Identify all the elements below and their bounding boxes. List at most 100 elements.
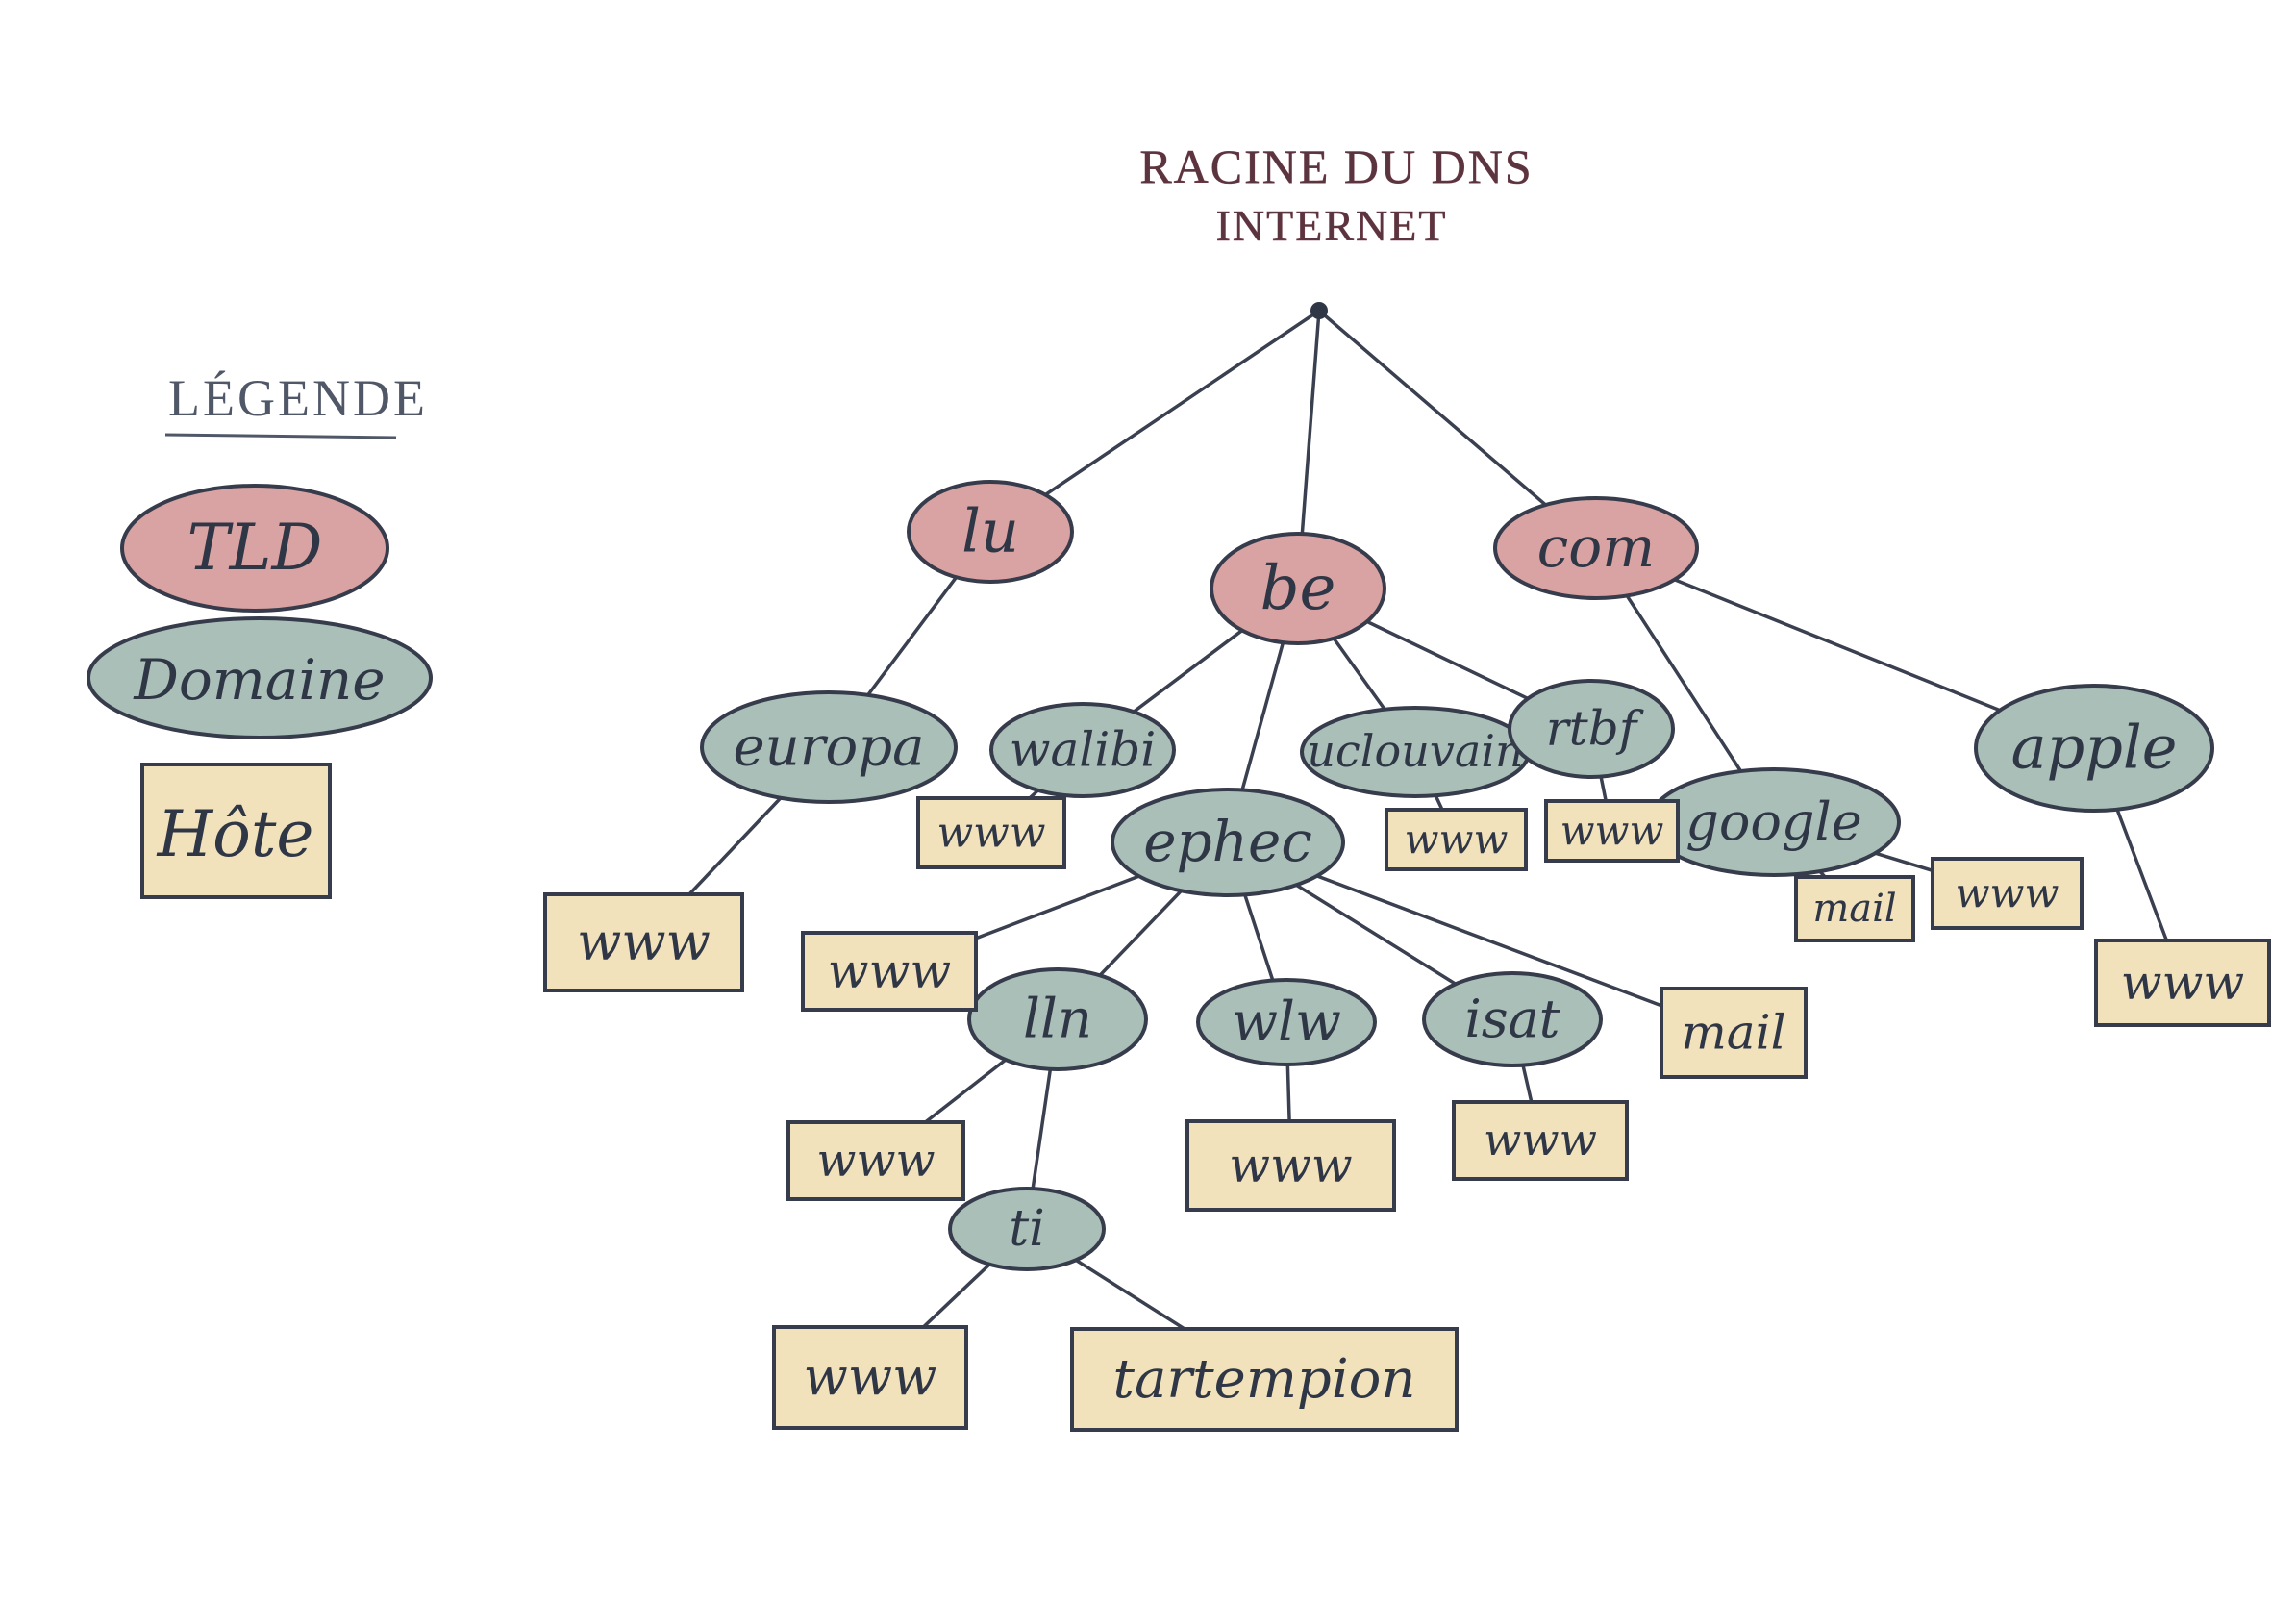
domain-node-europa: europa — [700, 690, 958, 804]
host-node-ti-www: www — [772, 1325, 968, 1430]
diagram-title: RACINE DU DNS INTERNET — [1139, 139, 1533, 251]
domain-node-label: isat — [1465, 989, 1560, 1049]
legend-domain-swatch — [87, 616, 433, 739]
domain-node-shape — [967, 967, 1148, 1071]
host-node-label: mail — [1681, 1005, 1785, 1061]
host-node-label: www — [577, 912, 711, 972]
host-node-label: www — [816, 1134, 935, 1188]
tld-node-shape — [1493, 496, 1699, 600]
domain-node-label: walibi — [1010, 722, 1157, 778]
dns-root-node — [1310, 302, 1328, 319]
title-line-1: RACINE DU DNS — [1139, 139, 1533, 193]
domain-node-uclouvain: uclouvain — [1300, 706, 1531, 798]
legend-domain-label: Domaine — [133, 647, 385, 713]
domain-node-shape — [1196, 978, 1377, 1066]
host-node-label: www — [1229, 1138, 1352, 1193]
host-node-label: www — [1956, 869, 2059, 916]
domain-node-apple: apple — [1974, 684, 2214, 813]
domain-node-label: europa — [734, 715, 925, 778]
legend: LÉGENDE TLD Domaine Hôte — [87, 369, 433, 899]
host-node-label: mail — [1812, 887, 1896, 931]
tld-node-label: lu — [961, 495, 1019, 565]
tld-node-com: com — [1493, 496, 1699, 600]
host-node-wlw-www: www — [1185, 1119, 1396, 1212]
domain-node-google: google — [1647, 767, 1901, 877]
host-node-shape — [801, 931, 978, 1012]
host-node-isat-www: www — [1452, 1100, 1629, 1181]
domain-node-shape — [1508, 679, 1675, 779]
domain-node-label: wlw — [1232, 990, 1341, 1053]
host-node-label: www — [1484, 1114, 1597, 1165]
domain-node-walibi: walibi — [989, 702, 1176, 798]
host-node-shape — [786, 1120, 965, 1201]
tld-node-shape — [1210, 532, 1386, 645]
host-node-google-www: www — [1931, 857, 2084, 930]
domain-node-isat: isat — [1422, 971, 1603, 1067]
host-node-label: www — [2121, 955, 2244, 1011]
host-node-label: tartempion — [1113, 1348, 1416, 1411]
host-node-lln-www: www — [786, 1120, 965, 1201]
domain-node-shape — [1422, 971, 1603, 1067]
host-node-shape — [2094, 939, 2271, 1027]
host-node-shape — [1185, 1119, 1396, 1212]
legend-item-domain: Domaine — [87, 616, 433, 739]
host-node-shape — [1452, 1100, 1629, 1181]
domain-node-label: google — [1685, 791, 1861, 852]
host-node-label: www — [1405, 815, 1509, 863]
domain-node-label: apple — [2011, 712, 2178, 782]
domain-node-shape — [989, 702, 1176, 798]
host-node-shape — [1544, 799, 1680, 863]
domain-node-shape — [948, 1187, 1106, 1271]
domain-node-ephec: ephec — [1111, 788, 1345, 897]
host-node-europa-www: www — [543, 892, 744, 992]
host-node-label: www — [828, 943, 951, 999]
legend-tld-swatch — [120, 484, 389, 613]
domain-node-wlw: wlw — [1196, 978, 1377, 1066]
tld-node-label: com — [1537, 514, 1655, 580]
host-node-walibi-www: www — [916, 796, 1066, 869]
host-node-label: www — [937, 809, 1046, 858]
domain-node-ti: ti — [948, 1187, 1106, 1271]
legend-host-label: Hôte — [157, 797, 314, 871]
domain-node-label: ephec — [1143, 809, 1312, 874]
domain-node-shape — [1974, 684, 2214, 813]
host-node-shape — [1794, 875, 1915, 942]
host-node-rtbf-www: www — [1544, 799, 1680, 863]
domain-node-label: uclouvain — [1307, 725, 1523, 777]
legend-tld-label: TLD — [187, 511, 323, 585]
host-node-label: www — [804, 1346, 937, 1407]
host-node-shape — [1070, 1327, 1459, 1432]
host-node-label: www — [1560, 807, 1664, 854]
domain-node-rtbf: rtbf — [1508, 679, 1675, 779]
host-node-shape — [1660, 987, 1808, 1079]
host-node-shape — [916, 796, 1066, 869]
host-node-ephec-www: www — [801, 931, 978, 1012]
host-node-shape — [1931, 857, 2084, 930]
tld-node-be: be — [1210, 532, 1386, 645]
domain-node-label: ti — [1009, 1200, 1045, 1258]
domain-node-label: rtbf — [1546, 701, 1644, 757]
host-node-uclouvain-www: www — [1385, 808, 1528, 871]
legend-host-swatch — [140, 763, 332, 899]
host-node-ephec-mail: mail — [1660, 987, 1808, 1079]
tld-node-shape — [907, 480, 1074, 584]
legend-title-underline — [164, 433, 397, 439]
domain-node-lln: lln — [967, 967, 1148, 1071]
tld-node-lu: lu — [907, 480, 1074, 584]
title-line-2: INTERNET — [1216, 201, 1448, 250]
domain-node-shape — [700, 690, 958, 804]
host-node-apple-www: www — [2094, 939, 2271, 1027]
nodes-layer: lu be com europa walibi uclouvain rtbf — [543, 302, 2271, 1432]
legend-item-tld: TLD — [120, 484, 389, 613]
host-node-shape — [772, 1325, 968, 1430]
tld-node-label: be — [1260, 553, 1336, 624]
legend-title: LÉGENDE — [168, 369, 428, 427]
host-node-shape — [1385, 808, 1528, 871]
host-node-ti-tartempion: tartempion — [1070, 1327, 1459, 1432]
domain-node-shape — [1111, 788, 1345, 897]
domain-node-label: lln — [1023, 988, 1092, 1050]
host-node-shape — [543, 892, 744, 992]
legend-item-host: Hôte — [140, 763, 332, 899]
host-node-google-mail: mail — [1794, 875, 1915, 942]
